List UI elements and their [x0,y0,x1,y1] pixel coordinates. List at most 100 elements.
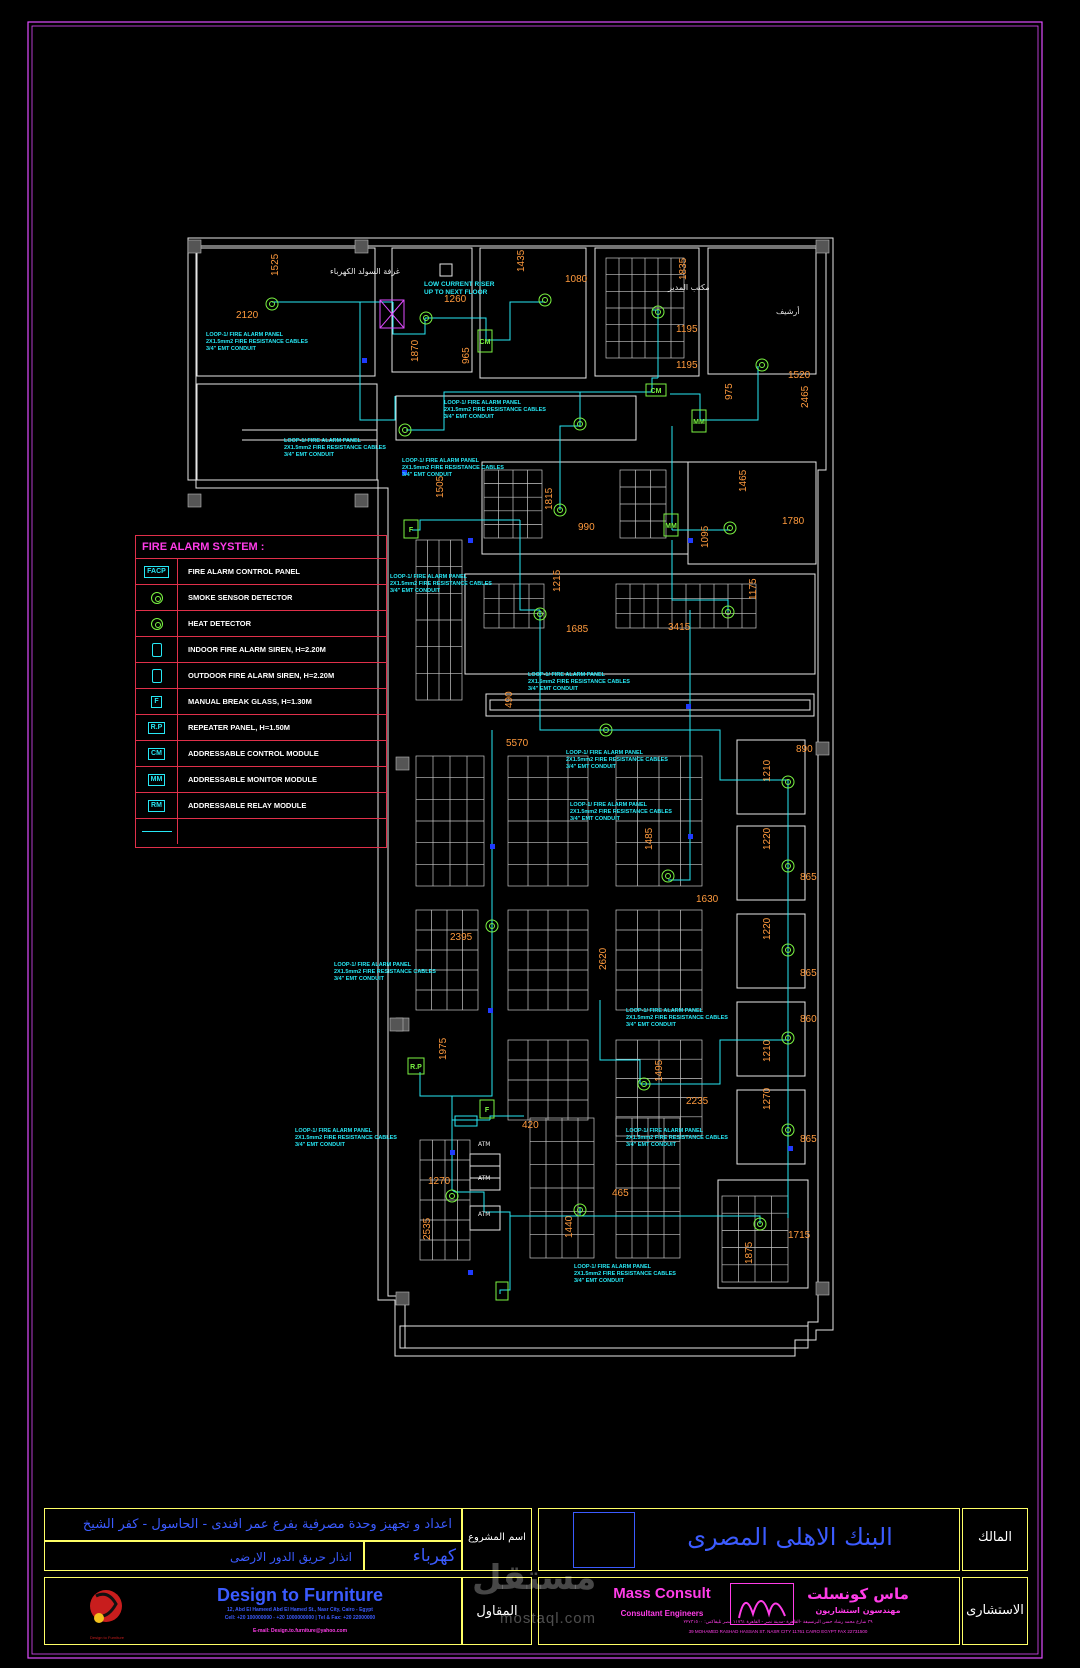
cable-note-line1: LOOP-1/ FIRE ALARM PANEL [284,438,362,444]
dimension-label: 1195 [676,360,698,371]
column [187,493,202,508]
column [395,1291,410,1306]
device-module: F [403,519,419,539]
cable-note-line1: LOOP-1/ FIRE ALARM PANEL [402,458,480,464]
cable-note-line2: 2X1.5mm2 FIRE RESISTANCE CABLES [626,1015,728,1021]
smoke-detector-icon [573,1203,587,1217]
smoke-detector-icon [753,1217,767,1231]
dimension-label: 1505 [435,475,446,498]
cable-note-line3: 3/4" EMT CONDUIT [284,452,335,458]
dimension-label: 975 [724,383,735,400]
tb-discipline-box [364,1541,462,1571]
ceiling-tile-grid [605,257,685,359]
watermark-logo: مستقل [472,1558,597,1598]
contractor-label: المقاول [476,1604,518,1619]
legend-row: OUTDOOR FIRE ALARM SIREN, H=2.20M [136,662,386,688]
smoke-detector-icon [533,607,547,621]
dimension-label: 2465 [800,385,811,408]
dimension-label: 1525 [270,253,281,276]
dimension-label: 5570 [506,738,529,749]
dimension-label: 1210 [762,759,773,782]
ceiling-tile-grid [507,1039,589,1121]
dimension-label: 990 [578,522,595,533]
dimension-label: 865 [800,968,817,979]
legend-symbol: F [136,689,178,714]
column [187,239,202,254]
dimension-label: 1485 [644,827,655,850]
dimension-label: 1270 [762,1087,773,1110]
dimension-label: 1975 [438,1037,449,1060]
cable-note-line3: 3/4" EMT CONDUIT [390,588,441,594]
legend-row [136,818,386,844]
column [354,493,369,508]
junction-dot [468,538,473,543]
smoke-detector-icon [573,417,587,431]
riser-note-line1: LOW CURRENT RISER [424,281,495,288]
cable-note-line3: 3/4" EMT CONDUIT [626,1022,677,1028]
legend-label: HEAT DETECTOR [188,619,252,628]
smoke-detector-icon [398,423,412,437]
legend-title: FIRE ALARM SYSTEM : [136,536,386,559]
watermark-url: mostaql.com [500,1610,597,1627]
consultant-logo-icon [738,1600,786,1619]
device-module: CM [477,329,493,353]
consultant-name-en: Mass Consult [613,1585,711,1602]
smoke-detector-icon [781,775,795,789]
cable-note-line1: LOOP-1/ FIRE ALARM PANEL [334,962,412,968]
device-module: F [479,1099,495,1119]
cable-note-line3: 3/4" EMT CONDUIT [574,1278,625,1284]
legend-symbol: FACP [136,559,178,584]
legend-label: ADDRESSABLE CONTROL MODULE [188,749,319,758]
tb-project-name-box [44,1508,462,1541]
tb-owner-name-box [538,1508,960,1571]
device-module: CM [645,383,667,397]
smoke-detector-icon [723,521,737,535]
dimension-label: 865 [800,872,817,883]
legend-label: INDOOR FIRE ALARM SIREN, H=2.20M [188,645,326,654]
module-icon: MM [147,773,166,786]
column [354,239,369,254]
ceiling-tile-grid [415,755,485,887]
cable-note-line1: LOOP-1/ FIRE ALARM PANEL [206,332,284,338]
consultant-logo [730,1583,794,1625]
dimension-label: 1440 [564,1215,575,1238]
smoke-detector-icon [781,859,795,873]
smoke-detector-icon [755,358,769,372]
dimension-label: 1270 [428,1176,451,1187]
staircase [196,383,378,481]
module-icon: CM [148,747,165,760]
dimension-label: 1175 [748,578,759,600]
smoke-detector-icon [538,293,552,307]
dimension-label: 3415 [668,622,691,633]
legend-row: RM ADDRESSABLE RELAY MODULE [136,792,386,818]
cable-note-line3: 3/4" EMT CONDUIT [528,686,579,692]
junction-dot [688,538,693,543]
panel-box: FACP [144,565,169,578]
building-walls [187,237,834,1357]
legend-symbol [136,663,178,688]
dimension-label: 2395 [450,932,473,943]
structural-columns [187,239,830,1306]
room-label-atm-1: ATM [478,1141,490,1148]
smoke-detector-icon [637,1077,651,1091]
ceiling-tile-grid [615,1039,703,1137]
legend-label: ADDRESSABLE RELAY MODULE [188,801,307,810]
legend-symbol: RM [136,793,178,818]
riser-note-line2: UP TO NEXT FLOOR [424,289,488,296]
cable-note-line3: 3/4" EMT CONDUIT [444,414,495,420]
dimension-label: 2235 [686,1096,709,1107]
dimension-label: 1685 [566,624,589,635]
ceiling-tile-grid [529,1117,595,1259]
drawing-title: انذار حريق الدور الارضى [230,1550,352,1564]
consultant-subtitle-en: Consultant Engineers [620,1609,704,1618]
consultant-subtitle-ar: مهندسون استشاريون [815,1606,901,1615]
dimension-label: 2120 [236,310,259,321]
dimension-label: 1870 [410,339,421,362]
